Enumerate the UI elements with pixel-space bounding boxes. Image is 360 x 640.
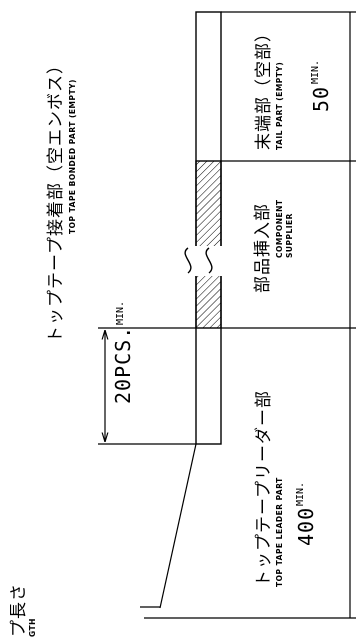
left-length-en: GTH <box>28 618 37 637</box>
bonded-part-label: トップテープ接着部（空エンボス） <box>46 56 66 343</box>
leader-slant-line <box>159 443 197 609</box>
component-en-2: SUPPLIER <box>285 213 294 258</box>
leader-part-label: トップテープリーダー部 <box>254 390 274 587</box>
dim-20pcs-label: 20PCS. <box>111 325 135 404</box>
dim-400-label: 400 <box>294 506 318 546</box>
left-length-label: プ長さ <box>9 583 29 637</box>
component-en-1: COMPONENT <box>275 199 284 258</box>
break-symbol-right <box>205 247 213 274</box>
dim-400-min: MIN. <box>295 481 306 506</box>
component-part-label: 部品挿入部 <box>253 203 273 293</box>
dim-50-min: MIN. <box>310 59 321 84</box>
leader-part-en: TOP TAPE LEADER PART <box>275 477 284 587</box>
tail-part-label: 末端部（空部） <box>254 24 274 150</box>
bonded-part-en: TOP TAPE BONDED PART (EMPTY) <box>68 79 77 234</box>
break-symbol-left <box>184 247 192 274</box>
component-section-hatch <box>195 160 222 329</box>
tail-part-en: TAIL PART (EMPTY) <box>275 61 284 150</box>
dim-20pcs-min: MIN. <box>115 300 126 325</box>
dim-50-label: 50 <box>309 85 333 112</box>
